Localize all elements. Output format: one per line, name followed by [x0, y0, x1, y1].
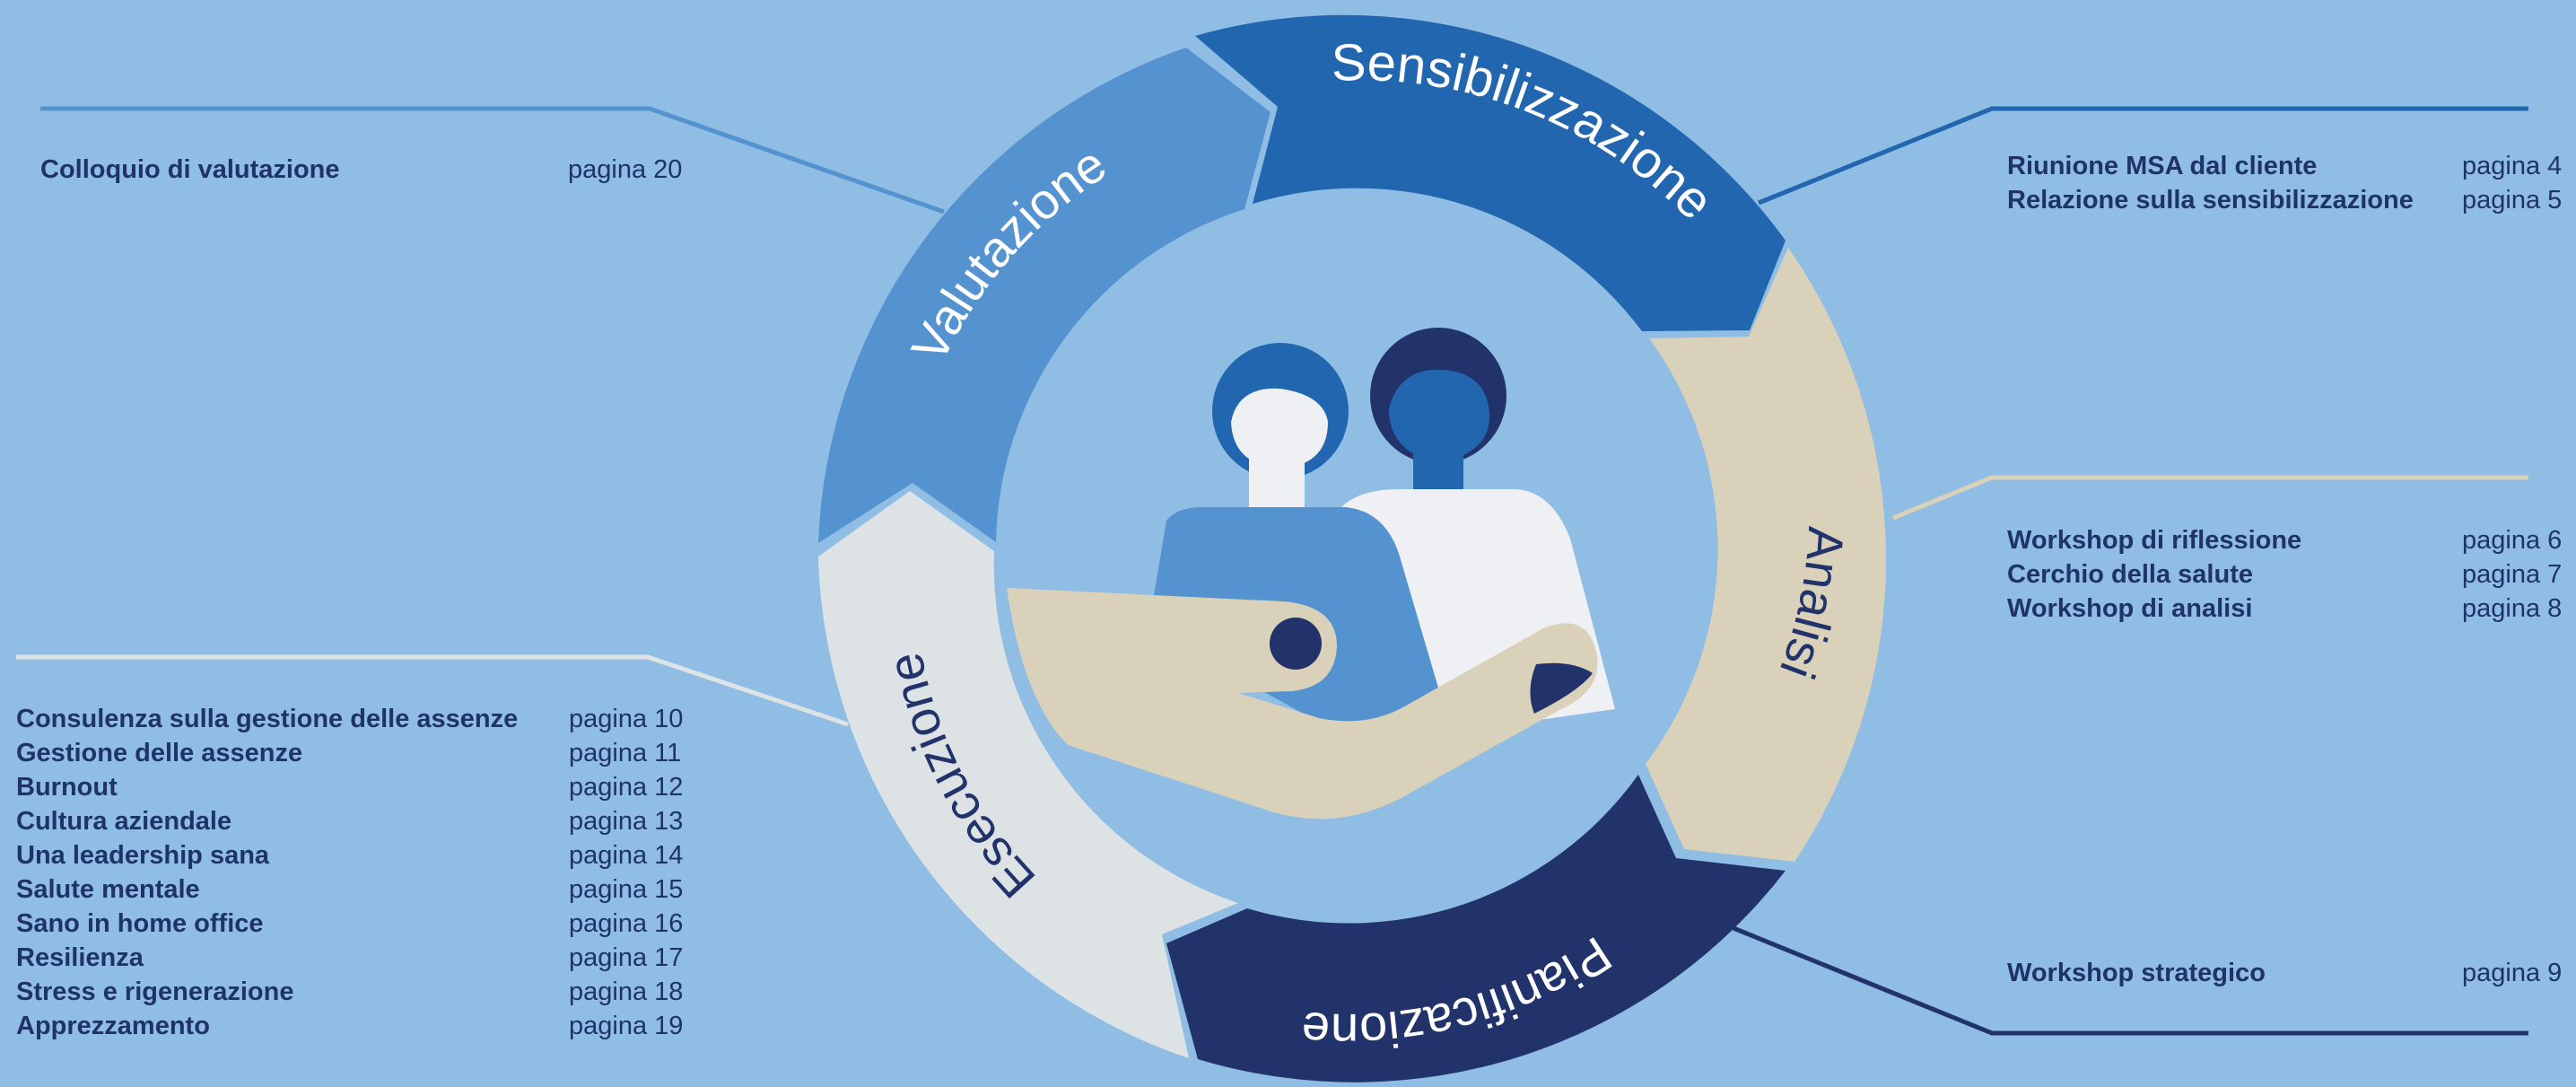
item-page: pagina 10: [569, 705, 684, 733]
item-page: pagina 5: [2462, 186, 2563, 215]
list-esecuzione: Consulenza sulla gestione delle assenze …: [16, 702, 716, 1052]
item-label: Riunione MSA dal cliente: [2007, 152, 2318, 180]
connector-line-analisi: [1892, 475, 2528, 521]
item-label: Colloquio di valutazione: [40, 155, 340, 184]
item-label: Consulenza sulla gestione delle assenze: [16, 705, 519, 733]
item-page: pagina 15: [569, 875, 684, 904]
item-label: Salute mentale: [16, 875, 200, 904]
two-people-with-caring-hand-icon: [1007, 328, 1615, 820]
item-label: Stress e rigenerazione: [16, 977, 294, 1006]
list-item: Salute mentale pagina 15: [16, 872, 716, 907]
list-analisi: Workshop di riflessione pagina 6 Cerchio…: [2007, 523, 2576, 631]
list-item: Relazione sulla sensibilizzazione pagina…: [2007, 183, 2576, 217]
list-item: Resilienza pagina 17: [16, 941, 716, 975]
connector-line-pianificazione: [1733, 925, 2528, 1036]
item-label: Burnout: [16, 773, 118, 802]
item-label: Una leadership sana: [16, 841, 270, 870]
item-label: Workshop di analisi: [2007, 594, 2253, 623]
list-item: Burnout pagina 12: [16, 770, 716, 804]
item-page: pagina 17: [569, 943, 684, 972]
list-item: Colloquio di valutazione pagina 20: [40, 153, 722, 187]
segment-esecuzione: [818, 491, 1238, 1058]
item-page: pagina 16: [569, 909, 684, 938]
list-item: Una leadership sana pagina 14: [16, 838, 716, 872]
list-item: Riunione MSA dal cliente pagina 4: [2007, 149, 2576, 183]
item-label: Gestione delle assenze: [16, 739, 303, 767]
list-item: Apprezzamento pagina 19: [16, 1009, 716, 1043]
segment-valutazione: [818, 48, 1271, 543]
item-page: pagina 13: [569, 807, 684, 836]
caring-hand: [1007, 588, 1598, 820]
item-page: pagina 6: [2462, 526, 2563, 555]
list-item: Workshop di riflessione pagina 6: [2007, 523, 2576, 557]
item-page: pagina 14: [569, 841, 684, 870]
cycle-ring: [818, 14, 1887, 1083]
list-item: Stress e rigenerazione pagina 18: [16, 975, 716, 1009]
item-page: pagina 11: [569, 739, 682, 767]
item-page: pagina 19: [569, 1012, 684, 1040]
item-page: pagina 12: [569, 773, 684, 802]
list-item: Workshop di analisi pagina 8: [2007, 592, 2576, 626]
connector-line-valutazione: [40, 106, 945, 215]
item-page: pagina 4: [2462, 152, 2563, 180]
list-item: Workshop strategico pagina 9: [2007, 956, 2576, 990]
item-label: Cultura aziendale: [16, 807, 232, 836]
connector-lines: [16, 106, 2528, 1036]
connector-line-sensibilizzazione: [1758, 106, 2528, 206]
item-label: Cerchio della salute: [2007, 560, 2253, 589]
segment-pianificazione: [1166, 775, 1786, 1083]
item-page: pagina 9: [2462, 959, 2563, 987]
list-valutazione: Colloquio di valutazione pagina 20: [40, 153, 722, 188]
item-label: Workshop strategico: [2007, 959, 2266, 987]
connector-line-esecuzione: [16, 654, 849, 727]
list-item: Gestione delle assenze pagina 11: [16, 736, 716, 770]
segment-analisi: [1646, 248, 1887, 862]
list-sensibilizzazione: Riunione MSA dal cliente pagina 4 Relazi…: [2007, 149, 2576, 221]
list-pianificazione: Workshop strategico pagina 9: [2007, 956, 2576, 992]
item-label: Relazione sulla sensibilizzazione: [2007, 186, 2414, 215]
list-item: Sano in home office pagina 16: [16, 907, 716, 941]
list-item: Cultura aziendale pagina 13: [16, 804, 716, 838]
item-label: Apprezzamento: [16, 1012, 210, 1040]
item-page: pagina 18: [569, 977, 684, 1006]
item-label: Workshop di riflessione: [2007, 526, 2302, 555]
list-item: Cerchio della salute pagina 7: [2007, 557, 2576, 592]
item-label: Resilienza: [16, 943, 144, 972]
item-page: pagina 8: [2462, 594, 2563, 623]
item-page: pagina 7: [2462, 560, 2563, 589]
item-label: Sano in home office: [16, 909, 264, 938]
segment-sensibilizzazione: [1195, 14, 1786, 332]
item-page: pagina 20: [568, 155, 683, 184]
list-item: Consulenza sulla gestione delle assenze …: [16, 702, 716, 736]
